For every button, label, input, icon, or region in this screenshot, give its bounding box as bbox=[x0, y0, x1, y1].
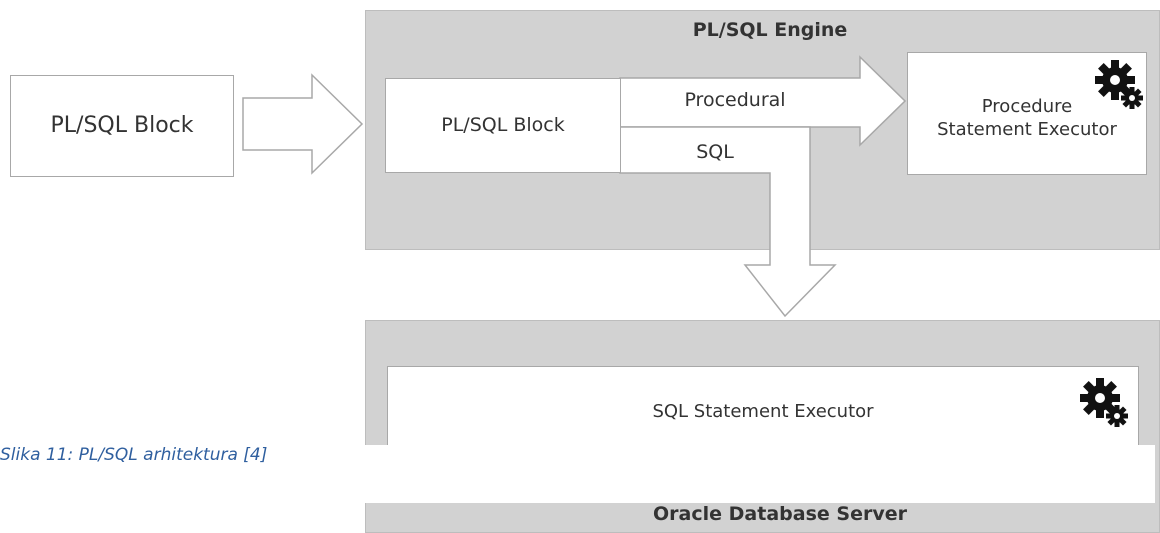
gear-small bbox=[1121, 87, 1143, 109]
gear-large bbox=[1095, 60, 1135, 100]
sql-statement-executor-label: SQL Statement Executor bbox=[652, 400, 874, 422]
procedural-label: Procedural bbox=[684, 89, 786, 112]
figure-caption: Slika 11: PL/SQL arhitektura [4] bbox=[0, 445, 268, 465]
gear-large bbox=[1080, 378, 1120, 418]
procedure-statement-executor-label: Procedure Statement Executor bbox=[937, 96, 1117, 140]
external-plsql-block-label: PL/SQL Block bbox=[50, 113, 194, 139]
plsql-engine-title: PL/SQL Engine bbox=[692, 19, 848, 41]
sql-arrow bbox=[619, 126, 837, 318]
gear-small bbox=[1106, 405, 1128, 427]
external-plsql-block: PL/SQL Block bbox=[10, 75, 234, 177]
oracle-database-server-title: Oracle Database Server bbox=[653, 503, 907, 525]
input-arrow bbox=[242, 73, 364, 175]
caption-band bbox=[0, 445, 1155, 503]
engine-plsql-block: PL/SQL Block bbox=[385, 78, 621, 173]
sql-label: SQL bbox=[696, 141, 734, 164]
engine-plsql-block-label: PL/SQL Block bbox=[441, 113, 565, 136]
